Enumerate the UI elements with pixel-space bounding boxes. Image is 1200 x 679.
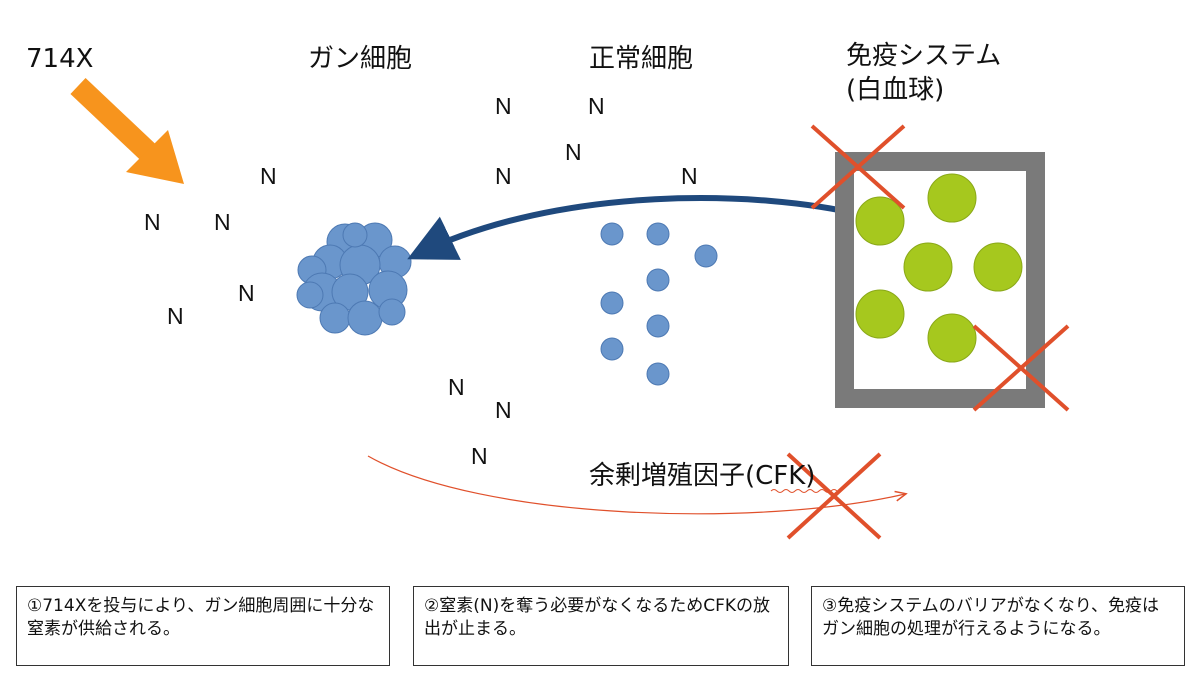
note-box-3: ③免疫システムのバリアがなくなり、免疫はガン細胞の処理が行えるようになる。 bbox=[811, 586, 1185, 666]
nitrogen-symbol: N bbox=[565, 139, 582, 165]
note-box-1: ①714Xを投与により、ガン細胞周囲に十分な窒素が供給される。 bbox=[16, 586, 390, 666]
nitrogen-symbol: N bbox=[238, 280, 255, 306]
normal-cells bbox=[600, 222, 718, 386]
nitrogen-symbol: N bbox=[495, 163, 512, 189]
drug-label: 714X bbox=[26, 44, 94, 74]
note-box-2: ②窒素(N)を奪う必要がなくなるためCFKの放出が止まる。 bbox=[413, 586, 789, 666]
normal-cell-label: 正常細胞 bbox=[589, 44, 694, 74]
nitrogen-symbol: N bbox=[260, 163, 277, 189]
nitrogen-symbol: N bbox=[495, 93, 512, 119]
nitrogen-symbol: N bbox=[495, 397, 512, 423]
nitrogen-symbol: N bbox=[588, 93, 605, 119]
cross-mark-cfk bbox=[786, 452, 882, 540]
cancer-cell-label: ガン細胞 bbox=[308, 44, 413, 74]
cfk-spell-underline bbox=[770, 489, 838, 493]
drug-arrow bbox=[70, 78, 184, 184]
white-blood-cells bbox=[855, 173, 1023, 363]
immune-to-cancer-arrow bbox=[407, 195, 863, 260]
immune-system-label: 免疫システム bbox=[846, 41, 1002, 71]
cross-mark-bottom bbox=[972, 324, 1070, 412]
nitrogen-symbol: N bbox=[167, 303, 184, 329]
cross-mark-top bbox=[810, 124, 906, 210]
nitrogen-symbol: N bbox=[214, 209, 231, 235]
cancer-cell-cluster bbox=[296, 222, 412, 336]
nitrogen-symbol: N bbox=[144, 209, 161, 235]
cfk-arrow bbox=[367, 455, 905, 515]
white-blood-cell-label: (白血球) bbox=[846, 75, 945, 105]
nitrogen-symbol: N bbox=[471, 443, 488, 469]
cfk-label: 余剰増殖因子(CFK) bbox=[589, 461, 816, 491]
nitrogen-symbol: N bbox=[448, 374, 465, 400]
nitrogen-symbol: N bbox=[681, 163, 698, 189]
